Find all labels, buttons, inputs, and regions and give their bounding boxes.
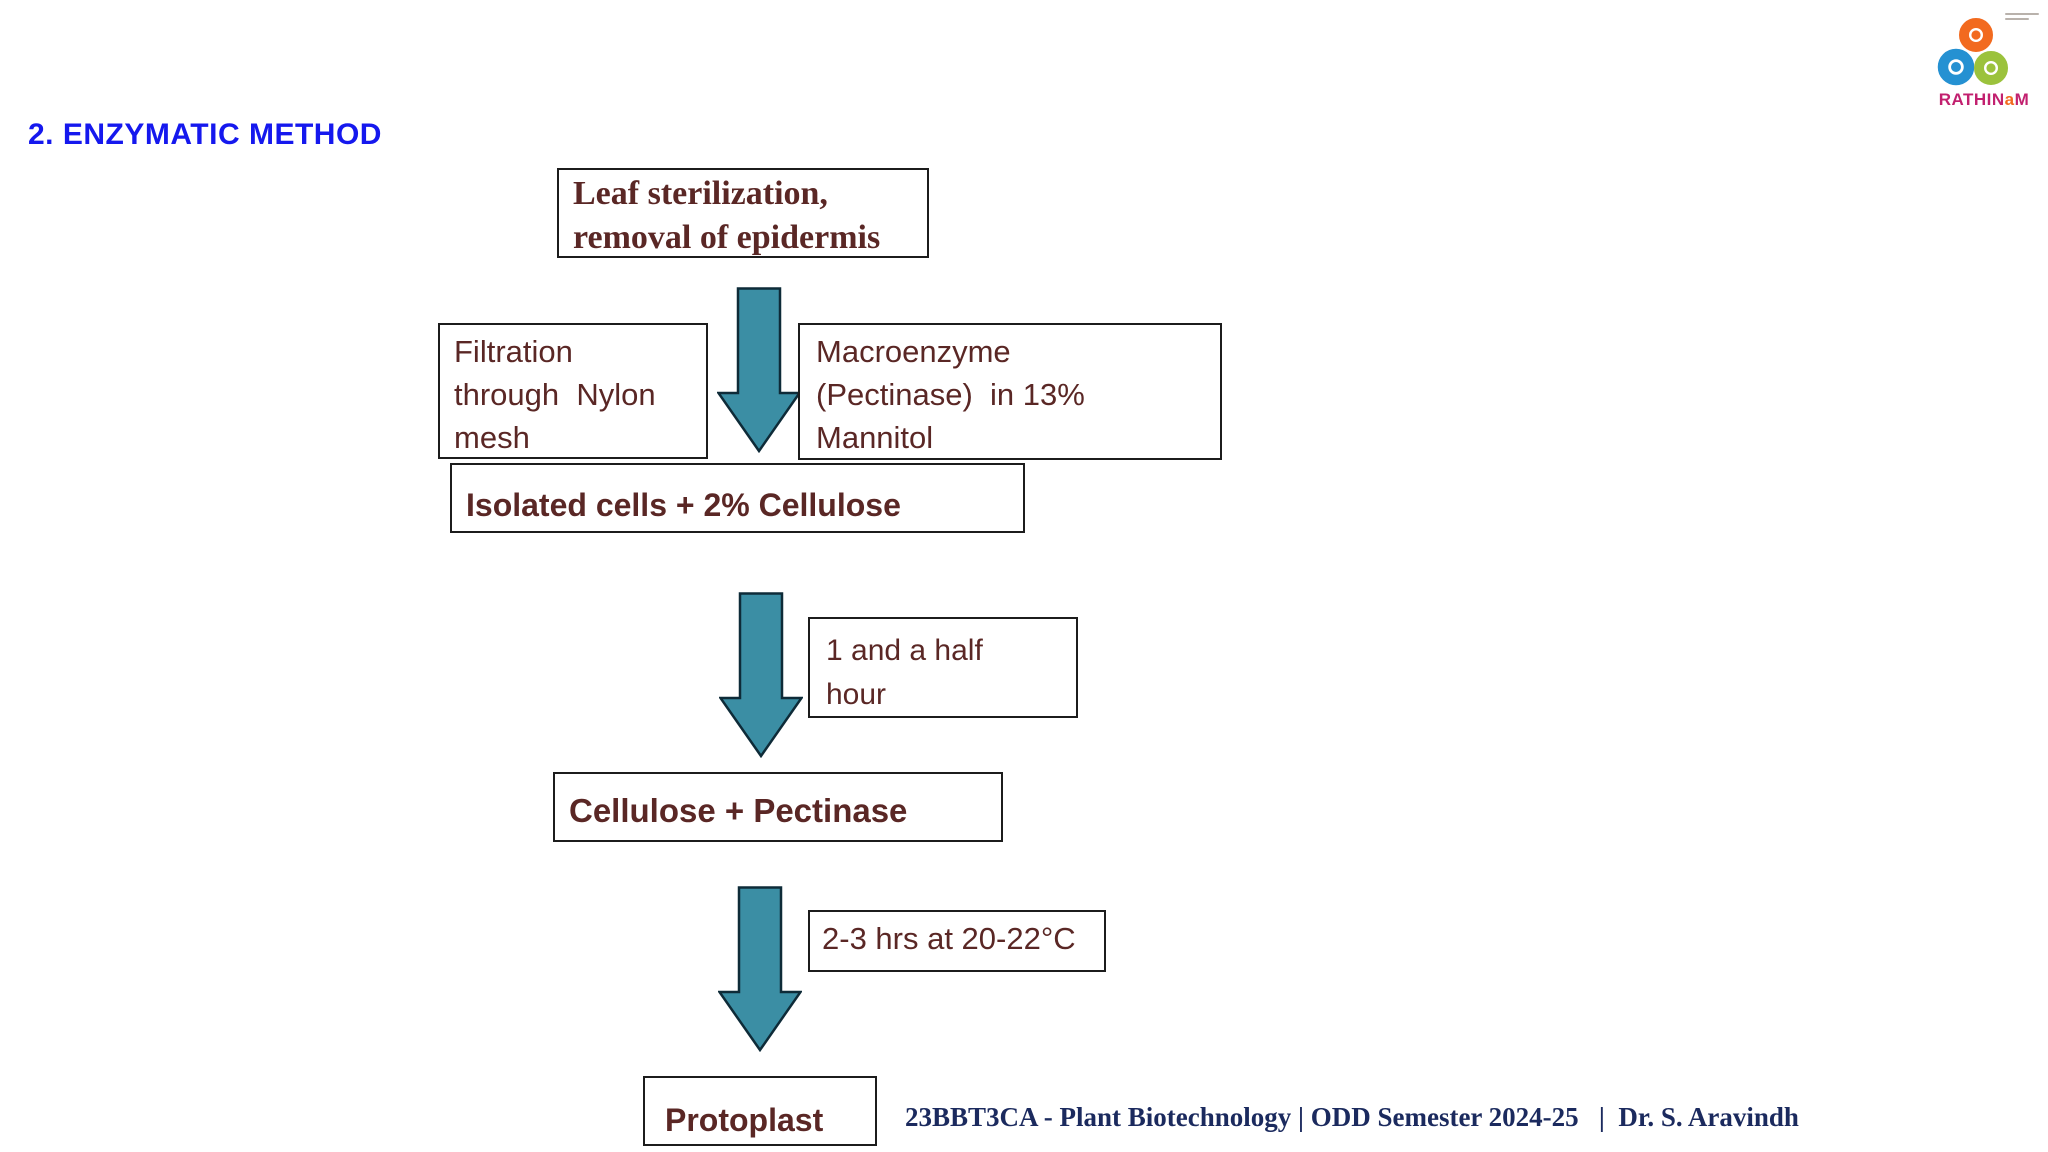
down-arrow-1 xyxy=(717,287,801,453)
logo-tagline-mark xyxy=(2005,13,2039,23)
footer-course-credit: 23BBT3CA - Plant Biotechnology | ODD Sem… xyxy=(905,1102,1799,1132)
logo-wordmark-start: RATHIN xyxy=(1938,90,2005,109)
logo-rings-icon xyxy=(1937,18,2008,86)
flow-box-macroenzyme: Macroenzyme (Pectinase) in 13% Mannitol xyxy=(798,323,1222,460)
flow-box-leaf-sterilization: Leaf sterilization, removal of epidermis xyxy=(557,168,929,258)
logo-wordmark-accent: a xyxy=(2004,90,2015,109)
down-arrow-2 xyxy=(719,592,803,758)
down-arrow-3 xyxy=(718,886,802,1052)
flow-box-duration-half-hour: 1 and a half hour xyxy=(808,617,1078,718)
logo-wordmark-end: M xyxy=(2014,90,2030,109)
logo-wordmark: RATHINaM xyxy=(1923,90,2045,110)
page-title: 2. ENZYMATIC METHOD xyxy=(28,118,382,151)
flow-box-isolated-cells: Isolated cells + 2% Cellulose xyxy=(450,463,1025,533)
flow-box-protoplast: Protoplast xyxy=(643,1076,877,1146)
flow-box-duration-2-3-hrs: 2-3 hrs at 20-22°C xyxy=(808,910,1106,972)
flow-box-cellulose-pectinase: Cellulose + Pectinase xyxy=(553,772,1003,842)
flow-box-filtration: Filtration through Nylon mesh xyxy=(438,323,708,459)
rathinam-logo: RATHINaM xyxy=(1923,4,2045,116)
